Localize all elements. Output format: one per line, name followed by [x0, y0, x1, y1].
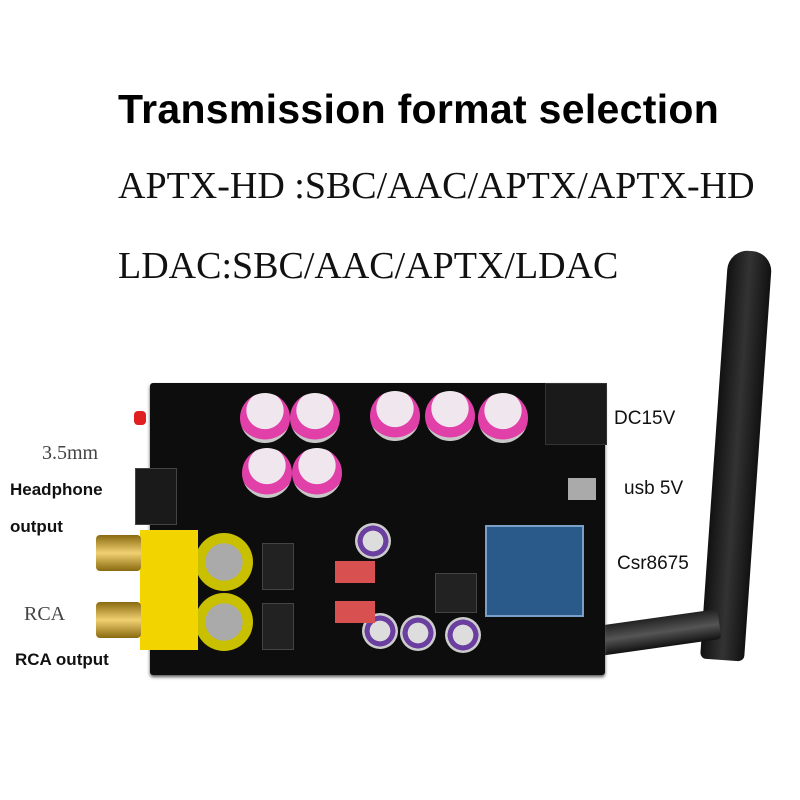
rca-housing [140, 530, 198, 650]
headphone-jack [135, 468, 177, 525]
rca-jack-right [96, 602, 141, 638]
pcb-board [134, 383, 607, 675]
usb-port [568, 478, 596, 500]
ldac-formats: LDAC:SBC/AAC/APTX/LDAC [118, 245, 619, 287]
rca-jack-left [96, 535, 141, 571]
dc-jack [545, 383, 607, 445]
page-title: Transmission format selection [118, 86, 720, 132]
headphone-label: Headphone [10, 480, 103, 499]
headphone-output-label: output [10, 517, 63, 536]
usb-label: usb 5V [624, 478, 684, 499]
led-red [134, 411, 146, 425]
csr8675-module [485, 525, 584, 617]
dc-label: DC15V [614, 408, 676, 429]
aptxhd-formats: APTX-HD :SBC/AAC/APTX/APTX-HD [118, 165, 755, 207]
antenna [700, 249, 773, 662]
rca-output-label: RCA output [15, 650, 109, 669]
module-label: Csr8675 [617, 553, 689, 574]
jack-size-label: 3.5mm [42, 442, 99, 464]
rca-label: RCA [24, 603, 66, 625]
